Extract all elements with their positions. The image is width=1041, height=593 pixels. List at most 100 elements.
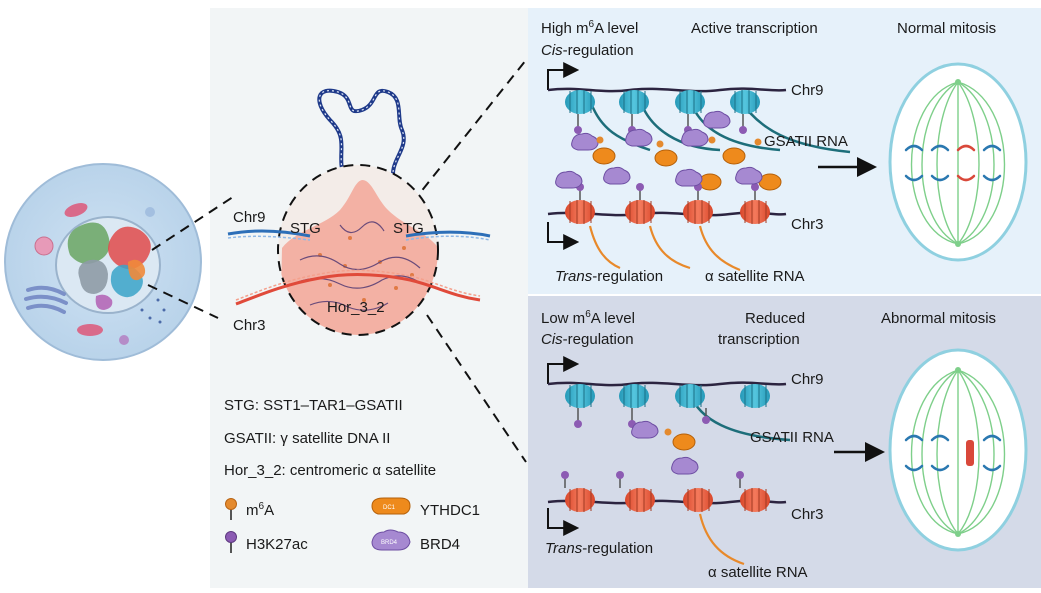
nucleosome [740,200,770,224]
nucleosome [675,90,705,114]
mitochondrion-bottom [77,324,103,336]
abnormal-mitosis-cell [888,348,1028,552]
bottom-brd4-proteins [631,420,699,475]
bottom-chr9-dna [547,381,787,387]
chr3-lagging-chromatid [966,440,974,466]
nucleosome [740,384,770,408]
top-m6a-pins [596,136,762,148]
top-chr3-nucleosomes [565,200,770,224]
bottom-chr3-label: Chr3 [791,506,824,523]
m6a-pin-icon [225,498,237,520]
nucleosome [625,488,655,512]
legend-m6a-label: m6A [246,501,274,519]
nucleosome [740,488,770,512]
legend-ythdc1-label: YTHDC1 [420,502,480,519]
chromatin-loop [317,88,406,184]
chromatin-green [67,222,110,264]
nucleosome [619,90,649,114]
nucleosome [625,200,655,224]
nucleosome [683,200,713,224]
ribosomes [140,298,166,324]
nucleosome [565,384,595,408]
chromatin-red [108,226,151,270]
top-chr9-label: Chr9 [791,82,824,99]
low-m6a-title: Low m6A level [541,309,635,327]
bottom-alpha-label: α satellite RNA [708,564,808,581]
legend-stg-def: STG: SST1–TAR1–GSATII [224,397,403,414]
top-ythdc1-proteins [592,147,782,191]
top-alpha-label: α satellite RNA [705,268,805,285]
top-trans-promoter-arrow [547,222,580,250]
chromatin-purple [95,294,113,310]
top-cis-label: Cis-regulation [541,42,634,59]
centromere-zoom: Chr9 Chr3 STG STG Hor_3_2 [227,88,491,336]
spindle-fibers [910,81,1006,245]
reduced-transcription-line2: transcription [718,331,800,348]
nucleosome [565,200,595,224]
svg-text:BRD4: BRD4 [381,540,398,546]
stg-left-label: STG [290,220,321,237]
low-m6a-panel: Low m6A level Cis-regulation Reduced tra… [541,309,1028,581]
top-brd4-proteins [571,110,731,151]
bottom-cis-promoter-arrow [547,356,580,384]
chr9-strand [227,229,491,238]
reduced-transcription-line1: Reduced [745,310,805,327]
nucleosome [675,384,705,408]
top-cis-promoter-arrow [547,62,580,90]
top-alpha-rna [588,225,741,272]
zoom-circle [277,164,439,336]
top-h3k27ac-pins [574,114,747,134]
bottom-cis-label: Cis-regulation [541,331,634,348]
centromere-body [280,180,438,335]
bottom-chr9-label: Chr9 [791,371,824,388]
bottom-trans-label: Trans-regulation [545,540,653,557]
chromatin-orange [128,259,146,281]
high-m6a-panel: High m6A level Cis-regulation Active tra… [541,19,1028,285]
stg-right-label: STG [393,220,424,237]
mitochondrion-top [64,203,88,217]
legend-h3k27ac-label: H3K27ac [246,536,308,553]
bottom-chr3-nucleosomes [565,488,770,512]
brd4-icon: BRD4 [371,529,411,551]
legend-brd4-label: BRD4 [420,536,460,553]
vesicle-purple [119,335,129,345]
chr3-strand [235,272,481,306]
nucleosome [619,384,649,408]
nucleosome [683,488,713,512]
bottom-h3k27ac-pins [561,408,744,488]
bottom-ythdc1-proteins [672,433,696,451]
chr3-chromatid-separated [956,144,976,182]
zoom-chr9-label: Chr9 [233,209,266,226]
legend-hor-def: Hor_3_2: centromeric α satellite [224,462,436,479]
vesicle-small [145,207,155,217]
hor-label: Hor_3_2 [327,299,385,316]
cell [4,163,202,361]
active-transcription-label: Active transcription [691,20,818,37]
legend: STG: SST1–TAR1–GSATII GSATII: γ satellit… [224,397,480,553]
golgi-apparatus [24,285,68,314]
zoom-guides [147,59,527,463]
nucleosome [730,90,760,114]
bottom-alpha-rna [698,513,745,566]
normal-mitosis-label: Normal mitosis [897,20,996,37]
vesicle [34,236,54,256]
top-chr3-brd4-proteins [555,166,763,189]
high-m6a-title: High m6A level [541,19,638,37]
nucleosome [565,90,595,114]
top-chr3-h3k27ac-pins [576,183,759,200]
normal-mitosis-cell [888,62,1028,262]
top-trans-label: Trans-regulation [555,268,663,285]
bottom-trans-promoter-arrow [547,508,580,536]
chromosomes-aligned [904,144,1002,182]
h3k27ac-pin-icon [225,531,237,553]
bottom-gsatii-label: GSATII RNA [750,429,834,446]
chromatin-grey [78,259,108,294]
top-gsatii-label: GSATII RNA [764,133,848,150]
top-chr9-nucleosomes [565,90,760,114]
nucleosome [565,488,595,512]
top-chr3-label: Chr3 [791,216,824,233]
bottom-chr9-nucleosomes [565,384,770,408]
legend-gsatii-def: GSATII: γ satellite DNA II [224,430,390,447]
